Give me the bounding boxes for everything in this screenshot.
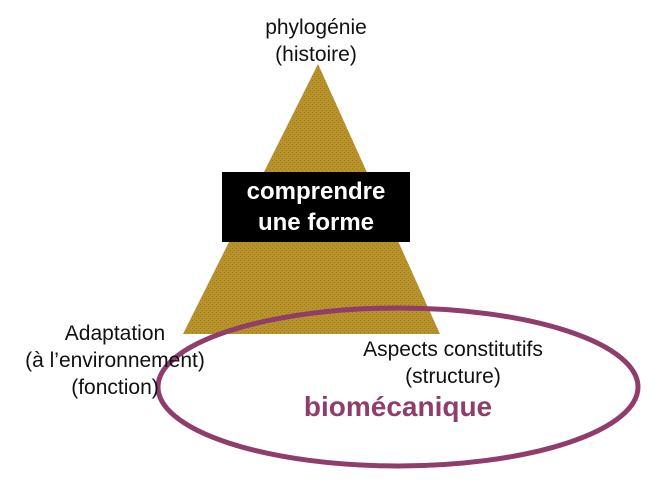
apex-label-line-1: phylogénie: [265, 16, 367, 39]
right-corner-label: Aspects constitutifs (structure): [340, 336, 566, 390]
center-label-line-1: comprendre: [246, 178, 386, 205]
biomecanique-ellipse: [155, 305, 641, 469]
center-box-background: [222, 172, 410, 242]
ellipse-label: biomécanique: [303, 391, 493, 422]
left-label-line-3: (fonction): [71, 376, 159, 399]
left-label-line-2: (à l’environnement): [25, 349, 205, 372]
center-box: comprendre une forme: [222, 172, 410, 242]
center-label-line-2: une forme: [257, 209, 374, 236]
left-corner-label: Adaptation (à l’environnement) (fonction…: [4, 320, 226, 401]
right-label-line-1: Aspects constitutifs: [363, 338, 543, 361]
right-label-line-2: (structure): [405, 365, 501, 388]
apex-label: phylogénie (histoire): [236, 14, 396, 68]
apex-label-line-2: (histoire): [275, 43, 357, 66]
left-label-line-1: Adaptation: [64, 322, 166, 345]
